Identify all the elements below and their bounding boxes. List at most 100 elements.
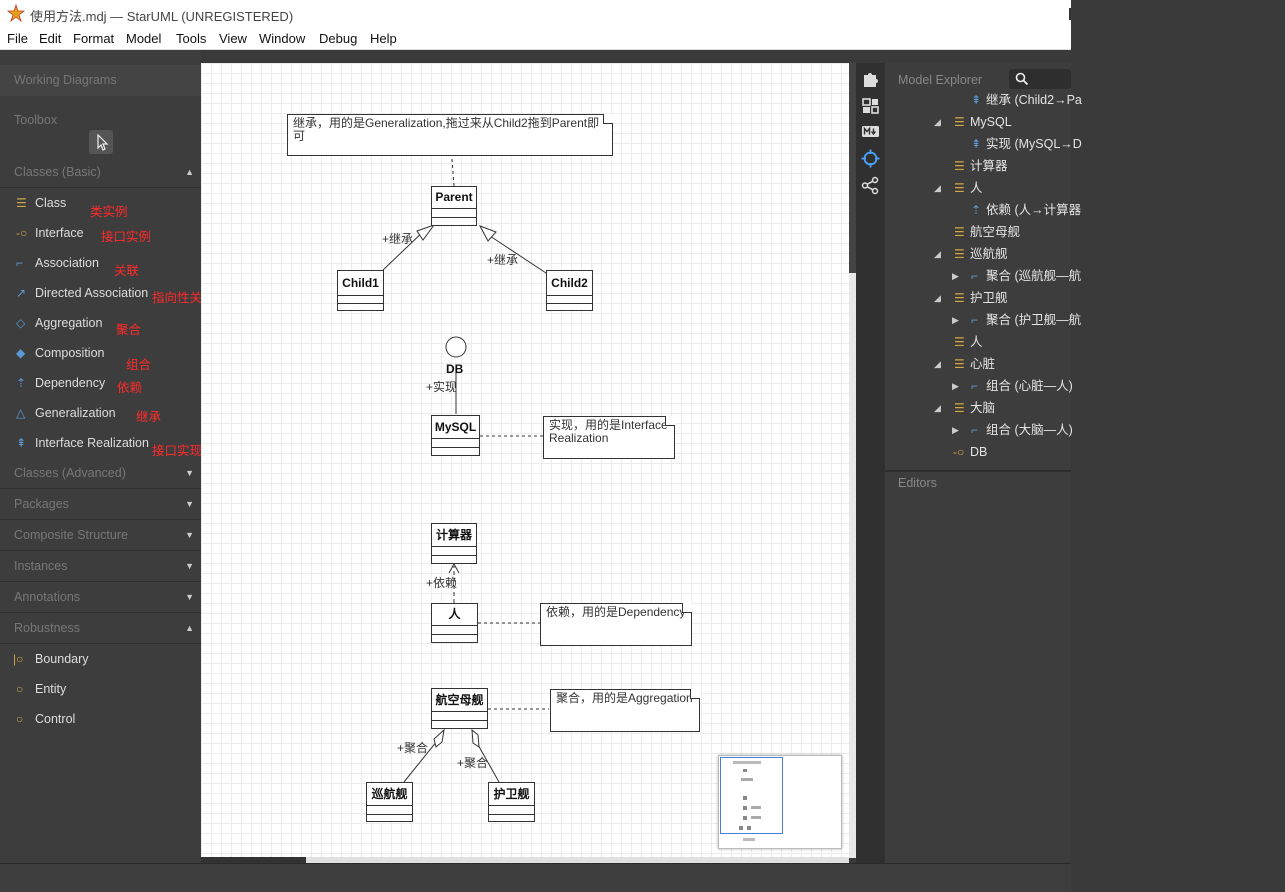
menu-help[interactable]: Help — [370, 31, 397, 46]
tool-entity[interactable]: ○Entity — [0, 674, 201, 704]
tree-item[interactable]: ◢☰MySQL — [885, 111, 1285, 133]
scrollbar-thumb[interactable] — [201, 857, 306, 863]
expand-caret-icon[interactable]: ▶ — [952, 425, 959, 435]
section-annotations[interactable]: Annotations▼ — [0, 582, 201, 613]
tree-item[interactable]: ◢☰大脑 — [885, 397, 1285, 419]
tree-item[interactable]: ▶⌐聚合 (护卫舰—航 — [885, 309, 1285, 331]
menu-format[interactable]: Format — [73, 31, 115, 46]
section-packages[interactable]: Packages▼ — [0, 489, 201, 520]
section-instances[interactable]: Instances▼ — [0, 551, 201, 582]
tool-generalization[interactable]: △Generalization — [0, 398, 201, 428]
tree-item[interactable]: ☰航空母舰 — [885, 221, 1285, 243]
tree-item[interactable]: ▶⌐组合 (心脏—人) — [885, 375, 1285, 397]
menu-model[interactable]: Model — [126, 31, 162, 46]
note-generalization[interactable]: 继承，用的是Generalization,拖过来从Child2拖到Parent即… — [287, 114, 613, 156]
attributes-compartment — [338, 295, 383, 296]
tool-association[interactable]: ⌐Association — [0, 248, 201, 278]
tree-item[interactable]: ◢☰巡航舰 — [885, 243, 1285, 265]
tool-directed-association[interactable]: ↗Directed Association — [0, 278, 201, 308]
toolbox-header[interactable]: Toolbox — [14, 113, 58, 127]
expand-caret-icon[interactable]: ▶ — [952, 271, 959, 281]
tree-item[interactable]: ▶⌐组合 (大脑—人) — [885, 419, 1285, 441]
working-diagrams-header[interactable]: Working Diagrams — [0, 65, 201, 96]
classes-basic-header[interactable]: Classes (Basic) ▲ — [0, 157, 201, 188]
layout-grid-icon[interactable] — [861, 96, 880, 115]
class-calculator[interactable]: 计算器 — [431, 523, 477, 564]
menu-edit[interactable]: Edit — [39, 31, 62, 46]
tree-item[interactable]: ⇡依赖 (人→计算器 — [885, 199, 1285, 221]
generalization-edge-child2 — [489, 235, 547, 274]
tool-interface[interactable]: -○Interface — [0, 218, 201, 248]
tree-item[interactable]: ⇞实现 (MySQL→D — [885, 133, 1285, 155]
expand-caret-icon[interactable]: ▶ — [952, 381, 959, 391]
collapse-caret-icon[interactable]: ◢ — [934, 183, 941, 193]
diagram-canvas[interactable]: 继承，用的是Generalization,拖过来从Child2拖到Parent即… — [201, 63, 849, 858]
tree-item[interactable]: ☰计算器 — [885, 155, 1285, 177]
class-cruiser[interactable]: 巡航舰 — [366, 782, 413, 822]
interface-name-db[interactable]: DB — [446, 362, 464, 376]
tool-class[interactable]: ☰Class — [0, 188, 201, 218]
menu-view[interactable]: View — [219, 31, 247, 46]
minimap-viewport[interactable] — [720, 757, 783, 834]
dependency-icon: ⇡ — [16, 376, 27, 390]
tree-item[interactable]: -○DB — [885, 441, 1285, 463]
menu-file[interactable]: File — [7, 31, 28, 46]
tool-boundary[interactable]: |○Boundary — [0, 644, 201, 674]
tree-item[interactable]: ☰人 — [885, 331, 1285, 353]
class-child2[interactable]: Child2 — [546, 270, 593, 311]
section-classes-advanced[interactable]: Classes (Advanced)▼ — [0, 458, 201, 489]
tool-interface-realization[interactable]: ⇞Interface Realization — [0, 428, 201, 458]
navigator-crosshair-icon[interactable] — [861, 149, 880, 168]
association-icon: ⌐ — [16, 256, 24, 270]
tree-item[interactable]: ▶⌐聚合 (巡航舰—航 — [885, 265, 1285, 287]
class-name: 计算器 — [435, 528, 472, 542]
canvas-horizontal-scrollbar[interactable] — [201, 857, 849, 863]
collapse-caret-icon[interactable]: ◢ — [934, 117, 941, 127]
menu-window[interactable]: Window — [259, 31, 306, 46]
tree-item[interactable]: ◢☰心脏 — [885, 353, 1285, 375]
tool-control[interactable]: ○Control — [0, 704, 201, 734]
collapse-caret-icon[interactable]: ◢ — [934, 403, 941, 413]
tool-dependency[interactable]: ⇡Dependency — [0, 368, 201, 398]
extensions-puzzle-icon[interactable] — [861, 69, 880, 88]
class-name: Parent — [435, 190, 473, 204]
note-dependency[interactable]: 依赖，用的是Dependency — [540, 603, 692, 646]
tool-aggregation[interactable]: ◇Aggregation — [0, 308, 201, 338]
tree-item[interactable]: ◢☰护卫舰 — [885, 287, 1285, 309]
class-mysql[interactable]: MySQL — [431, 415, 480, 456]
entity-icon: ○ — [16, 682, 24, 696]
note-aggregation[interactable]: 聚合，用的是Aggregation — [550, 689, 700, 732]
section-robustness[interactable]: Robustness▲ — [0, 613, 201, 644]
tree-item[interactable]: ⇞继承 (Child2→Pa — [885, 89, 1285, 111]
section-composite-structure[interactable]: Composite Structure▼ — [0, 520, 201, 551]
attributes-compartment — [432, 711, 487, 712]
diagram-minimap[interactable] — [718, 755, 842, 849]
class-aircraft-carrier[interactable]: 航空母舰 — [431, 688, 488, 729]
class-person[interactable]: 人 — [431, 603, 478, 643]
collapse-caret-icon[interactable]: ◢ — [934, 359, 941, 369]
collapse-caret-icon[interactable]: ◢ — [934, 249, 941, 259]
attributes-compartment — [489, 805, 534, 806]
window-control[interactable] — [1063, 8, 1071, 20]
tree-item-label: 继承 (Child2→Pa — [986, 93, 1082, 107]
tree-item[interactable]: ◢☰人 — [885, 177, 1285, 199]
generalization-arrowhead-2 — [478, 225, 497, 242]
menu-debug[interactable]: Debug — [319, 31, 358, 46]
share-icon[interactable] — [861, 176, 880, 195]
pointer-tool-button[interactable] — [89, 130, 113, 154]
scrollbar-thumb[interactable] — [849, 63, 856, 273]
class-child1[interactable]: Child1 — [337, 270, 384, 311]
generalization-icon: △ — [16, 406, 26, 420]
tool-label: Composition — [35, 346, 105, 360]
class-frigate[interactable]: 护卫舰 — [488, 782, 535, 822]
model-explorer-search[interactable] — [1009, 69, 1071, 89]
collapse-caret-icon[interactable]: ◢ — [934, 293, 941, 303]
markdown-icon[interactable] — [861, 122, 880, 141]
expand-caret-icon[interactable]: ▶ — [952, 315, 959, 325]
tool-composition[interactable]: ◆Composition — [0, 338, 201, 368]
menu-tools[interactable]: Tools — [176, 31, 207, 46]
tree-item-label: 护卫舰 — [970, 291, 1008, 305]
canvas-vertical-scrollbar[interactable] — [849, 63, 856, 858]
class-parent[interactable]: Parent — [431, 186, 477, 226]
